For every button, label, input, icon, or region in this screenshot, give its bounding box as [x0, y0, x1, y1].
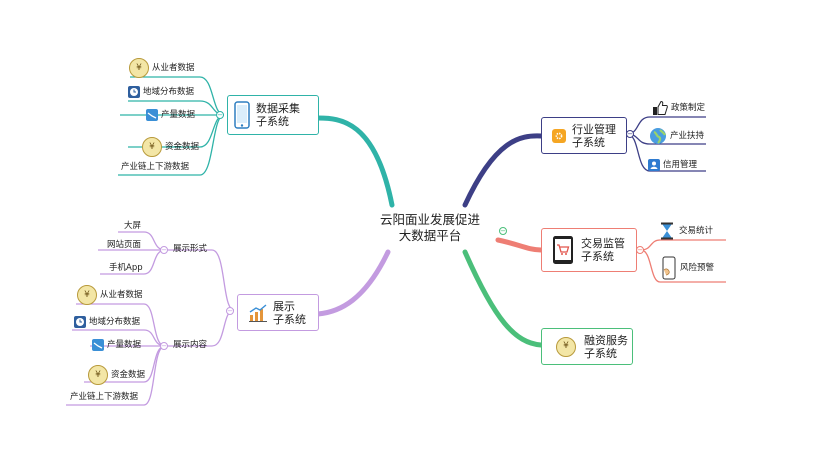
user-card-icon [648, 159, 660, 171]
form-item-website[interactable]: 网站页面 [107, 240, 142, 250]
yen-coin-icon: ¥ [88, 365, 108, 385]
display-content-toggle[interactable]: − [160, 342, 168, 350]
form-item-bigscreen[interactable]: 大屏 [124, 221, 142, 231]
im-item-policy[interactable]: 政策制定 [652, 100, 705, 116]
dc-item-output[interactable]: 产量数据 [146, 109, 195, 121]
data-collection-node[interactable]: 数据采集 子系统 [227, 95, 319, 135]
hourglass-icon [660, 222, 674, 240]
industry-mgmt-node[interactable]: 行业管理 子系统 [541, 117, 627, 154]
finance-node[interactable]: ¥ 融资服务 子系统 [541, 328, 633, 365]
trade-monitor-toggle[interactable]: − [636, 246, 644, 254]
cart-tablet-icon [552, 235, 574, 265]
trend-chart-icon [146, 109, 158, 121]
display-node[interactable]: 展示 子系统 [237, 294, 319, 331]
dc-item-region[interactable]: 地域分布数据 [128, 86, 194, 98]
display-forms-toggle[interactable]: − [160, 246, 168, 254]
yen-coin-icon: ¥ [142, 137, 162, 157]
im-item-support[interactable]: 产业扶持 [649, 127, 704, 145]
central-collapse-toggle[interactable]: − [499, 227, 507, 235]
dc-item-supply-chain[interactable]: 产业链上下游数据 [121, 162, 190, 172]
tm-item-statistics[interactable]: 交易统计 [660, 222, 713, 240]
thumbs-up-icon [652, 100, 668, 116]
yen-coin-icon: ¥ [556, 336, 576, 357]
display-forms-label[interactable]: 展示形式 [173, 244, 208, 254]
data-collection-toggle[interactable]: − [216, 111, 224, 119]
industry-mgmt-label: 行业管理 子系统 [572, 122, 616, 149]
phone-icon [234, 101, 250, 129]
yen-coin-icon: ¥ [77, 285, 97, 305]
data-collection-label: 数据采集 子系统 [256, 102, 300, 128]
trade-monitor-node[interactable]: 交易监管 子系统 [541, 228, 637, 272]
dc-item-practitioners[interactable]: ¥ 从业者数据 [129, 58, 195, 78]
display-toggle[interactable]: − [226, 307, 234, 315]
gear-icon [552, 128, 566, 143]
tm-item-risk-warning[interactable]: 风险预警 [662, 256, 714, 280]
clock-icon [128, 86, 140, 98]
industry-mgmt-toggle[interactable]: − [626, 130, 634, 138]
content-item-funds[interactable]: ¥ 资金数据 [88, 365, 145, 385]
globe-icon [649, 127, 667, 145]
form-item-mobile-app[interactable]: 手机App [109, 263, 143, 273]
clock-icon [74, 316, 86, 328]
dc-item-funds[interactable]: ¥ 资金数据 [142, 137, 199, 157]
display-label: 展示 子系统 [273, 299, 306, 326]
trend-chart-icon [92, 339, 104, 351]
content-item-output[interactable]: 产量数据 [92, 339, 141, 351]
yen-coin-icon: ¥ [129, 58, 149, 78]
phone-hand-icon [662, 256, 676, 280]
content-item-region[interactable]: 地域分布数据 [74, 316, 140, 328]
central-topic[interactable]: 云阳面业发展促进 大数据平台 [379, 212, 480, 243]
trade-monitor-label: 交易监管 子系统 [581, 237, 625, 263]
chart-icon [248, 303, 268, 323]
content-item-supply-chain[interactable]: 产业链上下游数据 [70, 392, 139, 402]
im-item-credit[interactable]: 信用管理 [648, 159, 697, 171]
content-item-practitioners[interactable]: ¥ 从业者数据 [77, 285, 143, 305]
display-content-label[interactable]: 展示内容 [173, 340, 208, 350]
finance-label: 融资服务 子系统 [584, 333, 628, 360]
